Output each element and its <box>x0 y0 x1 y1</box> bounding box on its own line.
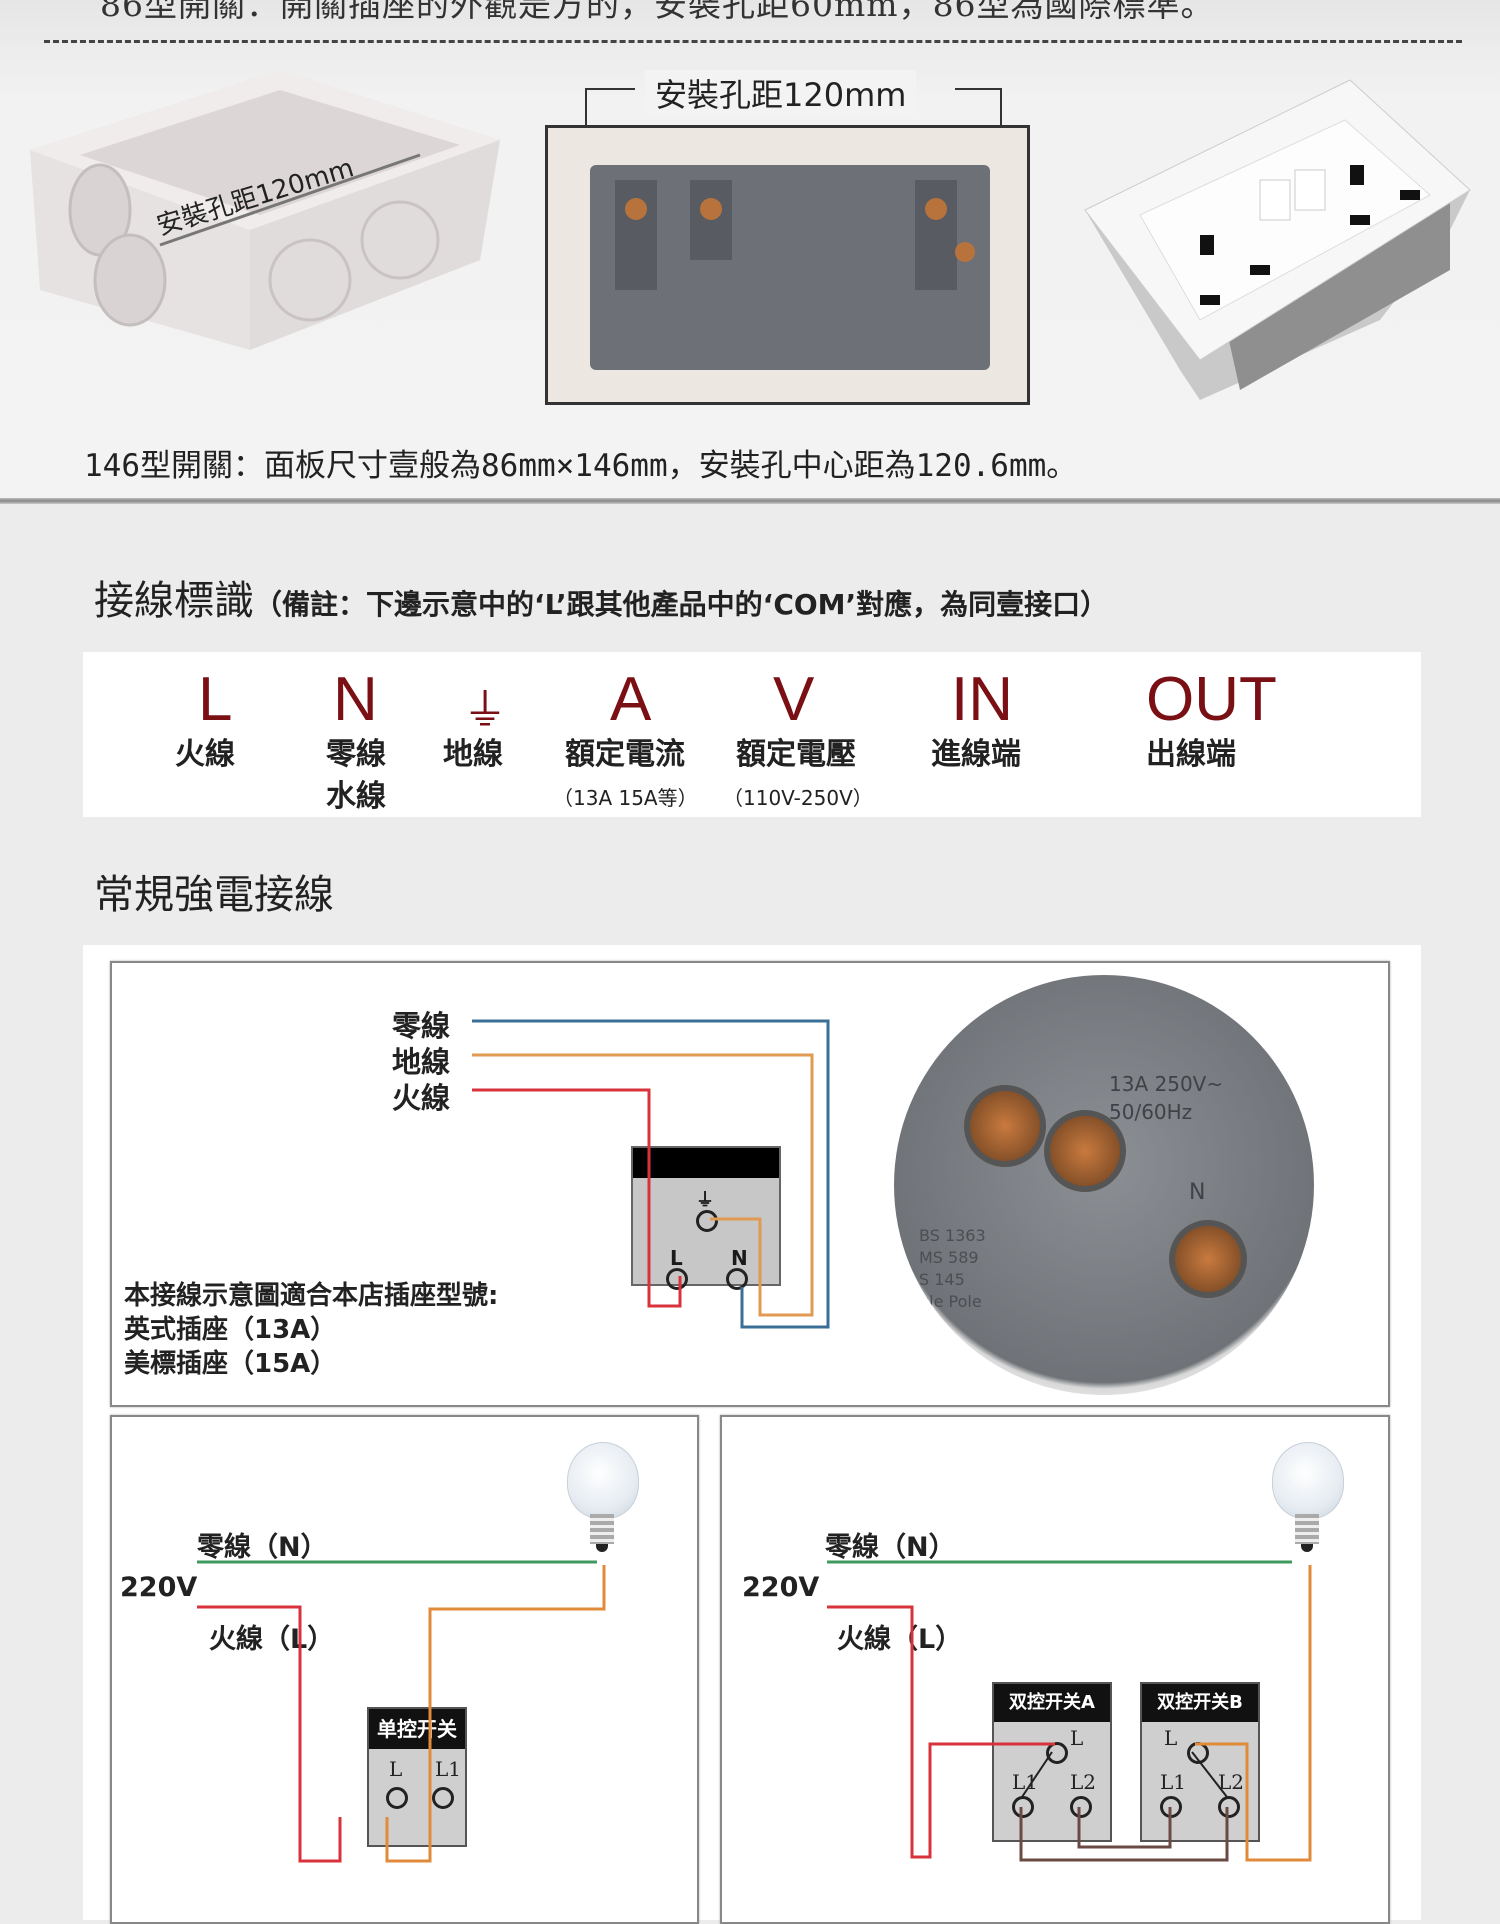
symbol-neutral: N <box>333 665 378 734</box>
switch-b-terminal-l2 <box>1218 1796 1240 1818</box>
dual-neutral-label: 零線（N） <box>825 1532 956 1563</box>
ground-icon: ⏚ <box>463 686 507 735</box>
single-neutral-label: 零線（N） <box>197 1532 328 1563</box>
symbol-ampere: A <box>610 665 652 734</box>
dual-control-wires <box>827 1560 1312 1862</box>
dual-live-label: 火線（L） <box>837 1624 963 1655</box>
traveler-wire-1 <box>1019 1807 1229 1862</box>
standard-text-2: MS 589 <box>919 1248 979 1267</box>
socket-note-line-2: 英式插座（13A） <box>124 1315 337 1345</box>
switch-a-terminal-l1-label: L1 <box>1012 1770 1039 1794</box>
socket-closeup-photo: 13A 250V~ 50/60Hz BS 1363 MS 589 S 145 g… <box>894 975 1314 1395</box>
mounting-box-photo: 安裝孔距120mm <box>30 70 500 350</box>
label-inlet: 進線端 <box>931 737 1021 772</box>
standard-text-3: S 145 <box>919 1270 965 1289</box>
frequency-text: 50/60Hz <box>1109 1100 1193 1124</box>
socket-wiring-panel: 零線 地線 火線 ⏚ L N 本接線示意圖適合本店插座型號: 英式插座（13A）… <box>110 961 1390 1407</box>
wire-label-ground: 地線 <box>392 1045 451 1079</box>
wiring-legend-box: L 火線 N 零線 水線 ⏚ 地線 A 額定電流 （13A 15A等） V 額定… <box>83 652 1421 817</box>
back-spacing-label: 安裝孔距120mm <box>645 70 917 116</box>
single-control-panel: 零線（N） 220V 火線（L） 单控开关 L L1 <box>110 1415 699 1924</box>
switch-b-contact <box>1191 1751 1228 1798</box>
single-voltage-label: 220V <box>120 1572 198 1603</box>
switch-a-contact <box>1021 1751 1053 1798</box>
single-live-wire <box>197 1605 342 1863</box>
label-outlet: 出線端 <box>1146 737 1236 772</box>
wiring-legend-note: （備註：下邊示意中的‘L’跟其他產品中的‘COM’對應，為同壹接口） <box>254 588 1109 621</box>
single-control-wires <box>197 1560 606 1863</box>
dual-control-switch-a: 双控开关A L L1 L2 <box>992 1682 1112 1842</box>
symbol-live: L <box>198 665 233 734</box>
dual-voltage-label: 220V <box>742 1572 820 1603</box>
standard-text-4: gle Pole <box>919 1292 982 1311</box>
ground-wire <box>472 1053 814 1317</box>
dashed-divider <box>44 40 1462 43</box>
terminal-l-label: L <box>670 1246 683 1270</box>
single-load-wire <box>385 1565 606 1863</box>
symbol-volt: V <box>773 665 815 734</box>
dual-load-wire <box>1195 1565 1312 1862</box>
lightbulb-icon <box>1272 1442 1344 1557</box>
installed-socket-photo <box>1084 79 1471 400</box>
neutral-terminal <box>726 1268 748 1290</box>
switch-a-terminal-l2 <box>1070 1796 1092 1818</box>
socket-note-line-3: 美標插座（15A） <box>124 1349 337 1379</box>
label-rated-voltage: 額定電壓 <box>736 737 856 772</box>
single-live-label: 火線（L） <box>209 1624 335 1655</box>
single-control-switch: 单控开关 L L1 <box>367 1707 467 1847</box>
wiring-legend-title: 接線標識 <box>94 578 254 624</box>
label-rated-current: 額定電流 <box>565 737 685 772</box>
ground-terminal <box>696 1210 718 1232</box>
switch-a-terminal-l2-label: L2 <box>1070 1770 1097 1794</box>
switch-a-terminal-l <box>1046 1742 1068 1764</box>
wire-label-neutral: 零線 <box>392 1009 451 1043</box>
wire-label-live: 火線 <box>392 1081 451 1115</box>
socket-terminal-block: ⏚ L N <box>631 1146 781 1290</box>
section-separator <box>0 498 1500 504</box>
symbol-out: OUT <box>1146 665 1277 734</box>
switch-b-title: 双控开关B <box>1142 1684 1258 1722</box>
146-type-description: 146型開關：面板尺寸壹般為86mm×146mm，安裝孔中心距為120.6mm。 <box>84 448 1078 484</box>
single-terminal-l-label: L <box>389 1757 403 1781</box>
single-switch-title: 单控开关 <box>369 1709 465 1749</box>
rated-current-range: （13A 15A等） <box>553 786 698 810</box>
86-type-description: 86型開關：開關插座的外觀是方的，安裝孔距60mm，86型為國際標準。 <box>100 0 1215 24</box>
wiring-diagrams-area: 零線 地線 火線 ⏚ L N 本接線示意圖適合本店插座型號: 英式插座（13A）… <box>83 945 1421 1924</box>
label-live: 火線 <box>175 737 235 772</box>
live-wire <box>472 1088 682 1308</box>
dual-live-wire <box>827 1605 1055 1859</box>
traveler-wire-2 <box>1077 1807 1172 1849</box>
label-neutral: 零線 水線 <box>326 737 386 814</box>
standard-wiring-title: 常規強電接線 <box>94 872 334 918</box>
socket-note-line-1: 本接線示意圖適合本店插座型號: <box>124 1281 499 1311</box>
single-terminal-l <box>386 1787 408 1809</box>
single-terminal-l1-label: L1 <box>435 1757 462 1781</box>
live-terminal <box>666 1268 688 1290</box>
single-terminal-l1 <box>432 1787 454 1809</box>
socket-wires <box>472 1019 830 1329</box>
terminal-n-label: N <box>731 1246 748 1270</box>
label-ground: 地線 <box>443 737 503 772</box>
switch-a-terminal-l1 <box>1012 1796 1034 1818</box>
symbol-in: IN <box>951 665 1013 734</box>
switch-a-title: 双控开关A <box>994 1684 1110 1722</box>
rating-text: 13A 250V~ <box>1109 1072 1224 1096</box>
dual-control-panel: 零線（N） 220V 火線（L） 双控开关A L L1 L2 双控开关B L L… <box>720 1415 1390 1924</box>
switch-a-terminal-l-label: L <box>1070 1726 1084 1750</box>
ground-icon: ⏚ <box>696 1190 714 1211</box>
standard-text-1: BS 1363 <box>919 1226 986 1245</box>
rated-voltage-range: （110V-250V） <box>723 786 873 810</box>
lightbulb-icon <box>567 1442 639 1557</box>
wiring-legend-heading: 接線標識（備註：下邊示意中的‘L’跟其他產品中的‘COM’對應，為同壹接口） <box>94 568 1108 626</box>
socket-back-photo: 安裝孔距120mm <box>545 70 1030 410</box>
switch-b-terminal-l-label: L <box>1164 1726 1178 1750</box>
neutral-wire <box>472 1019 830 1329</box>
photo-n-mark: N <box>1189 1180 1206 1205</box>
switch-b-terminal-l1-label: L1 <box>1160 1770 1187 1794</box>
